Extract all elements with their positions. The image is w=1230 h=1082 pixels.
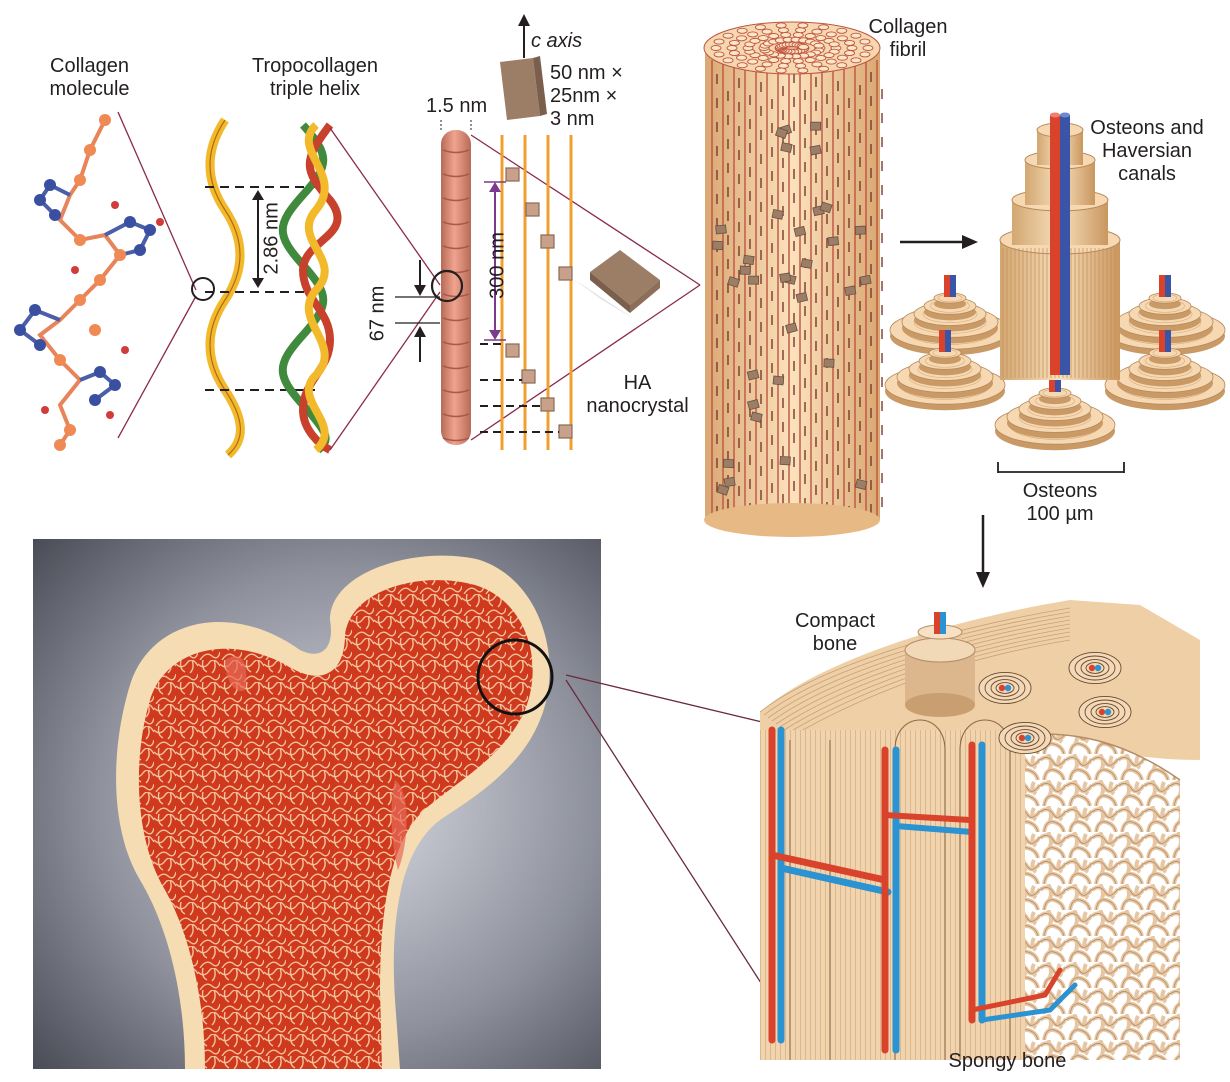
tropocollagen-line2: triple helix [230, 78, 400, 101]
osteons-line2: Haversian [1072, 140, 1222, 163]
single-helix-strand [192, 120, 240, 455]
compact-line2: bone [780, 633, 890, 656]
label-osteons-haversian: Osteons and Haversian canals [1072, 117, 1222, 186]
compact-bone-block [760, 600, 1200, 1060]
collagen-molecule-line1: Collagen [27, 55, 152, 78]
osteon-cross-section [1069, 652, 1121, 683]
label-gap-period: 67 nm [367, 284, 390, 344]
scale-line1: Osteons [1000, 480, 1120, 503]
femur-panel [33, 539, 601, 1069]
fibril-line1: Collagen [858, 16, 958, 39]
ha-line2: nanocrystal [575, 395, 700, 418]
triple-helix [283, 125, 338, 450]
label-tropocollagen: Tropocollagen triple helix [230, 55, 400, 101]
arrow-fibril-to-osteons [900, 235, 978, 249]
label-crystal-size: 50 nm × 25nm × 3 nm [550, 62, 623, 131]
osteon-cross-section [1079, 696, 1131, 727]
zoom-connector-1 [118, 112, 196, 438]
small-osteon [995, 370, 1115, 450]
osteon-cross-section [999, 722, 1051, 753]
crystal-size-line1: 50 nm × [550, 62, 623, 85]
arrow-osteons-to-bone [976, 515, 990, 588]
label-diameter: 1.5 nm [426, 95, 487, 118]
ha-line1: HA [575, 372, 700, 395]
scale-line2: 100 µm [1000, 503, 1120, 526]
label-collagen-molecule: Collagen molecule [27, 55, 152, 101]
label-osteon-scale: Osteons 100 µm [1000, 480, 1120, 526]
label-compact-bone: Compact bone [780, 610, 890, 656]
osteon-scale-bar [998, 462, 1124, 473]
tropocollagen-line1: Tropocollagen [230, 55, 400, 78]
crystal-size-line2: 25nm × [550, 85, 623, 108]
osteons-line1: Osteons and [1072, 117, 1222, 140]
osteon-cross-section [979, 672, 1031, 703]
label-ha-nanocrystal: HA nanocrystal [575, 372, 700, 418]
ha-crystal-icon [500, 58, 540, 120]
collagen-fibril-bundle [704, 22, 882, 537]
label-spongy-bone: Spongy bone [925, 1050, 1090, 1073]
osteons-line3: canals [1072, 163, 1222, 186]
fibril-line2: fibril [858, 39, 958, 62]
label-c-axis: c axis [531, 30, 582, 53]
compact-line1: Compact [780, 610, 890, 633]
label-helix-pitch: 2.86 nm [261, 205, 284, 275]
label-spacing: 300 nm [487, 226, 510, 306]
crystal-size-line3: 3 nm [550, 108, 623, 131]
collagen-molecule-line2: molecule [27, 78, 152, 101]
label-collagen-fibril: Collagen fibril [858, 16, 958, 62]
